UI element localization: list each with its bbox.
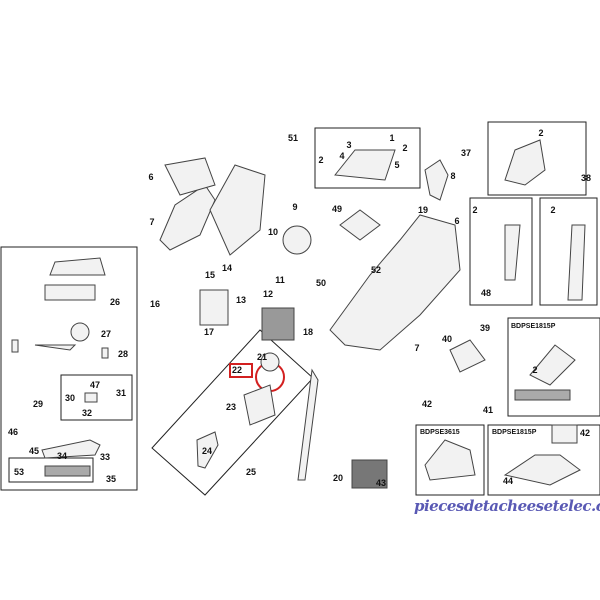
callout-45: 45 — [28, 446, 40, 456]
callout-21: 21 — [256, 352, 268, 362]
callout-47: 47 — [89, 380, 101, 390]
model-label-41: BDPSE1815P — [511, 323, 556, 330]
group-box-41 — [507, 317, 600, 417]
callout-4: 4 — [339, 151, 345, 161]
callout-37: 37 — [460, 148, 472, 158]
callout-43: 43 — [375, 478, 387, 488]
callout-17: 17 — [203, 327, 215, 337]
callout-38: 38 — [580, 173, 592, 183]
group-box-42a — [415, 424, 485, 496]
callout-35: 35 — [105, 474, 117, 484]
callout-6: 6 — [454, 216, 460, 226]
callout-52: 52 — [370, 265, 382, 275]
callout-31: 31 — [115, 388, 127, 398]
callout-6: 6 — [148, 172, 154, 182]
callout-32: 32 — [81, 408, 93, 418]
highlight-box-22 — [229, 363, 253, 378]
callout-11: 11 — [275, 275, 285, 285]
callout-46: 46 — [7, 427, 19, 437]
callout-29: 29 — [32, 399, 44, 409]
callout-9: 9 — [292, 202, 298, 212]
callout-40: 40 — [441, 334, 453, 344]
group-box-51 — [314, 127, 421, 189]
callout-53: 53 — [13, 467, 25, 477]
callout-27: 27 — [100, 329, 112, 339]
callout-8: 8 — [450, 171, 456, 181]
callout-2: 2 — [402, 143, 408, 153]
callout-50: 50 — [315, 278, 327, 288]
callout-33: 33 — [99, 452, 111, 462]
part-shapes — [11, 139, 586, 489]
callout-42: 42 — [579, 428, 591, 438]
callout-22: 22 — [231, 365, 243, 375]
callout-15: 15 — [204, 270, 216, 280]
callout-25: 25 — [245, 467, 257, 477]
callout-48: 48 — [480, 288, 492, 298]
callout-2: 2 — [318, 155, 324, 165]
callout-7: 7 — [414, 343, 420, 353]
group-box-29 — [60, 374, 133, 421]
callout-34: 34 — [56, 451, 68, 461]
callout-5: 5 — [394, 160, 400, 170]
callout-23: 23 — [225, 402, 237, 412]
callout-18: 18 — [302, 327, 314, 337]
group-box-42b — [487, 424, 600, 496]
model-label-42a: BDPSE3615 — [420, 429, 460, 436]
group-box-16 — [0, 246, 138, 491]
callout-10: 10 — [267, 227, 279, 237]
group-box-39 — [469, 197, 533, 306]
callout-41: 41 — [482, 405, 494, 415]
callout-2: 2 — [532, 365, 538, 375]
callout-28: 28 — [117, 349, 129, 359]
group-box-38 — [539, 197, 598, 306]
callout-24: 24 — [201, 446, 213, 456]
callout-14: 14 — [221, 263, 233, 273]
callout-2: 2 — [550, 205, 556, 215]
callout-39: 39 — [479, 323, 491, 333]
callout-51: 51 — [287, 133, 299, 143]
callout-30: 30 — [64, 393, 76, 403]
callout-49: 49 — [331, 204, 343, 214]
callout-2: 2 — [472, 205, 478, 215]
callout-44: 44 — [502, 476, 514, 486]
watermark: piecesdetacheesetelec.com — [414, 497, 600, 515]
callout-12: 12 — [262, 289, 274, 299]
callout-7: 7 — [149, 217, 155, 227]
callout-13: 13 — [235, 295, 247, 305]
group-box-25 — [151, 329, 314, 496]
callout-3: 3 — [346, 140, 352, 150]
model-label-42b: BDPSE1815P — [492, 429, 537, 436]
callout-26: 26 — [109, 297, 121, 307]
callout-20: 20 — [332, 473, 344, 483]
callout-16: 16 — [149, 299, 161, 309]
callout-42: 42 — [421, 399, 433, 409]
callout-1: 1 — [389, 133, 395, 143]
group-box-37 — [487, 121, 587, 196]
callout-2: 2 — [538, 128, 544, 138]
callout-19: 19 — [417, 205, 429, 215]
